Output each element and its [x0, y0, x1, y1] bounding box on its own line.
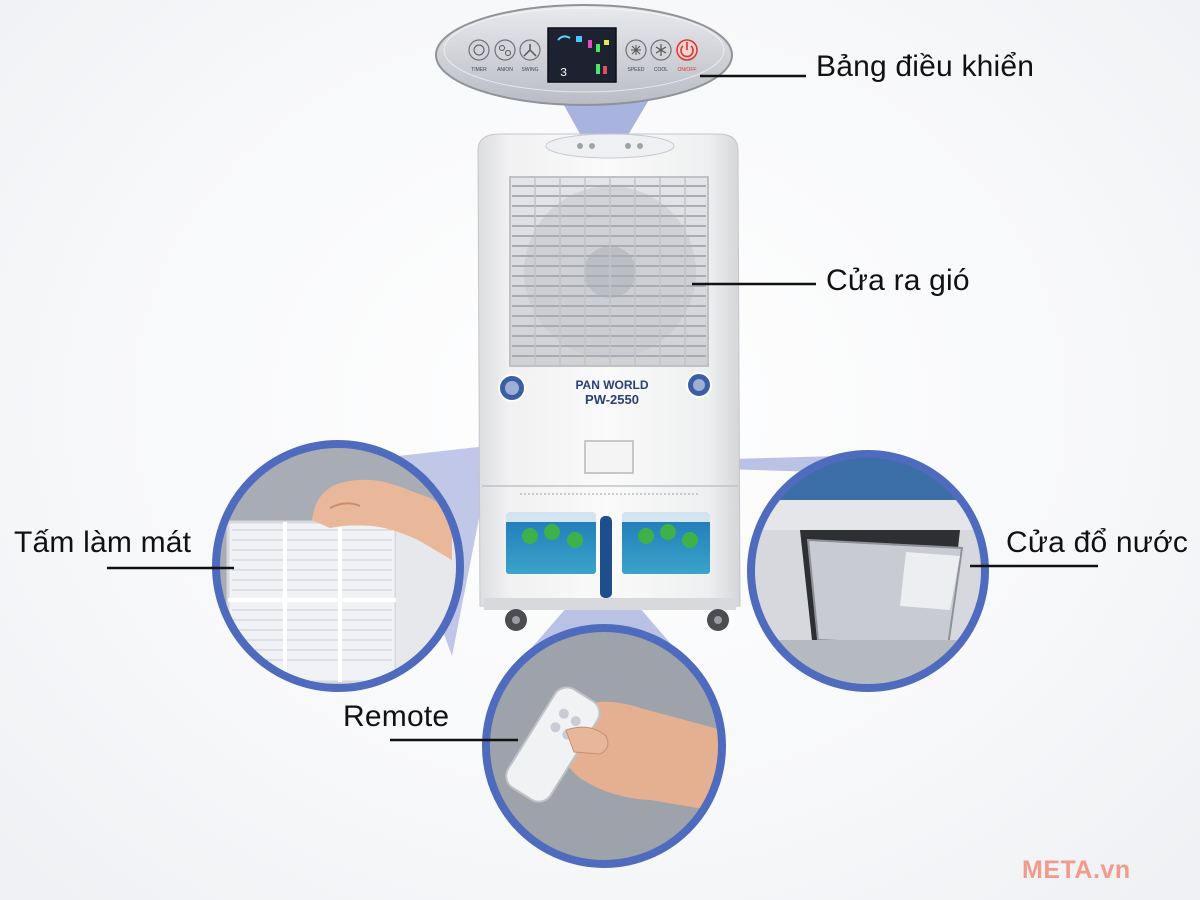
speed-button[interactable]: SPEED [625, 39, 647, 73]
sticker-right [622, 512, 710, 574]
water-door-closeup [747, 450, 989, 692]
svg-text:SPEED: SPEED [628, 67, 645, 73]
cooling-pad-closeup [212, 440, 464, 692]
label-air-outlet: Cửa ra gió [826, 264, 970, 297]
power-button[interactable]: ON/OFF [676, 39, 698, 73]
remote-control[interactable] [501, 682, 605, 807]
label-cooling-pad: Tấm làm mát [14, 526, 192, 559]
timer-button[interactable]: TIMER [468, 39, 490, 73]
label-control-panel: Bảng điều khiển [816, 50, 1035, 83]
lcd-display: 3 [547, 27, 617, 83]
control-panel-closeup: TIMER ANION SWING 3 S [435, 4, 733, 106]
sticker-left [506, 512, 596, 574]
remote-closeup [482, 624, 726, 868]
watermark-logo: META.vn [1022, 856, 1131, 884]
swing-button[interactable]: SWING [519, 39, 541, 73]
model-number: PW-2550 [585, 392, 639, 407]
water-level-window [600, 516, 612, 598]
cool-button[interactable]: COOL [650, 39, 672, 73]
label-water-door: Cửa đổ nước [1006, 526, 1189, 559]
air-cooler-unit: PAN WORLD PW-2550 [477, 133, 741, 631]
hand [312, 479, 452, 560]
lcd-readout: 3 [560, 66, 567, 80]
svg-text:SWING: SWING [522, 67, 539, 73]
brand-logo: PAN WORLD [575, 378, 648, 392]
svg-text:COOL: COOL [654, 67, 668, 73]
svg-text:ON/OFF: ON/OFF [678, 67, 697, 73]
label-remote: Remote [343, 700, 450, 733]
svg-text:ANION: ANION [497, 67, 513, 73]
svg-text:TIMER: TIMER [471, 67, 487, 73]
water-filler-door [584, 440, 634, 474]
anion-button[interactable]: ANION [494, 39, 516, 73]
